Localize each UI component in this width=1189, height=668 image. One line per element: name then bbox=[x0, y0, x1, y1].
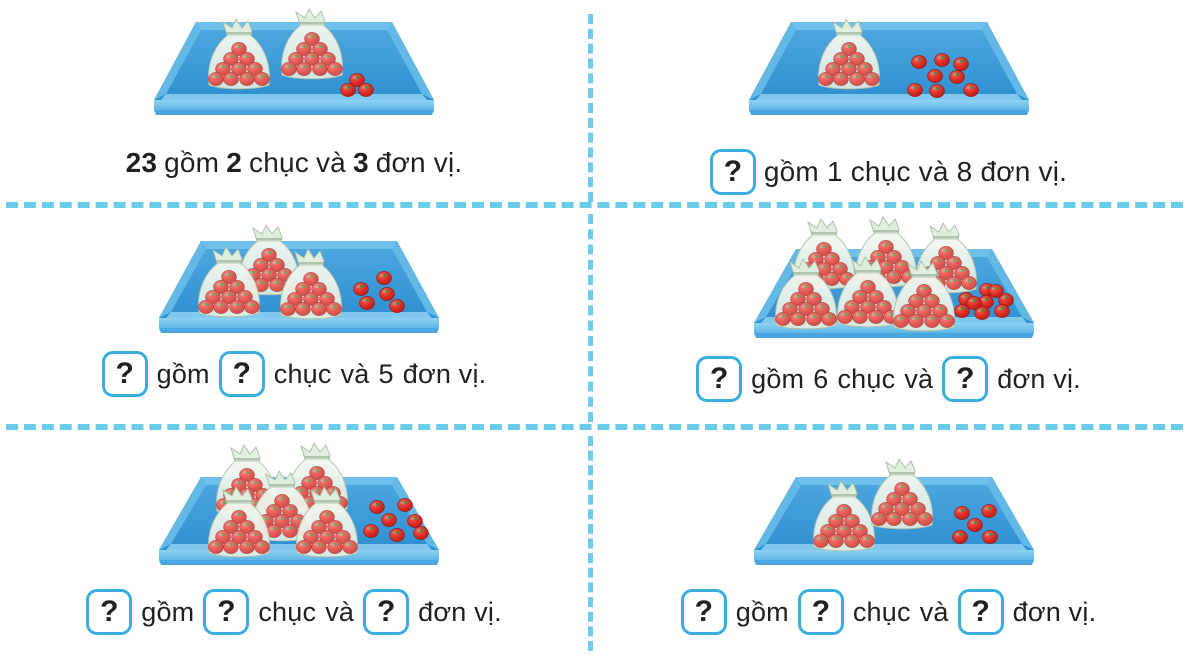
word-va-1: và bbox=[315, 147, 346, 178]
answer-box-tens-3[interactable]: ? bbox=[218, 351, 265, 397]
divider-horizontal-2 bbox=[6, 424, 1183, 430]
word-chuc-4: chục bbox=[837, 363, 896, 394]
answer-box-total-4[interactable]: ? bbox=[696, 356, 743, 402]
answer-box-total-6[interactable]: ? bbox=[680, 589, 727, 635]
word-donvi-3: đơn vị. bbox=[402, 358, 487, 389]
tens-value-1: 2 bbox=[226, 147, 242, 178]
tens-value-4: 6 bbox=[813, 363, 829, 394]
tens-value-2: 1 bbox=[826, 156, 843, 187]
word-va-3: và bbox=[340, 358, 370, 389]
answer-box-total-5[interactable]: ? bbox=[86, 589, 133, 635]
sentence-1: 23 gồm 2 chục và 3 đơn vị. bbox=[126, 149, 463, 177]
sentence-2: ? gồm 1 chục và 8 đơn vị. bbox=[709, 149, 1068, 195]
word-va-4: và bbox=[904, 363, 934, 394]
answer-box-ones-5[interactable]: ? bbox=[363, 589, 410, 635]
exercise-cell-4: ? gồm 6 chục và ? đơn vị. bbox=[588, 203, 1189, 425]
word-chuc-5: chục bbox=[258, 596, 317, 627]
exercise-cell-5: ? gồm ? chục và ? đơn vị. bbox=[0, 425, 588, 668]
answer-box-tens-6[interactable]: ? bbox=[797, 589, 844, 635]
ones-value-1: 3 bbox=[352, 147, 369, 178]
tray-illustration-6 bbox=[753, 425, 1034, 565]
word-donvi-1: đơn vị. bbox=[375, 147, 463, 178]
ones-value-3: 5 bbox=[378, 358, 394, 389]
sentence-6: ? gồm ? chục và ? đơn vị. bbox=[680, 589, 1097, 635]
tray-illustration-3 bbox=[159, 203, 439, 333]
word-va-5: và bbox=[325, 596, 355, 627]
word-donvi-6: đơn vị. bbox=[1012, 596, 1097, 627]
answer-box-tens-5[interactable]: ? bbox=[203, 589, 250, 635]
word-gom-3: gồm bbox=[156, 358, 210, 389]
tray-illustration-5 bbox=[159, 425, 439, 565]
word-chuc-6: chục bbox=[852, 596, 911, 627]
sentence-4: ? gồm 6 chục và ? đơn vị. bbox=[696, 356, 1081, 402]
divider-vertical-row3 bbox=[588, 436, 593, 651]
exercise-cell-2: ? gồm 1 chục và 8 đơn vị. bbox=[588, 0, 1189, 203]
word-va-6: và bbox=[919, 596, 949, 627]
word-gom-1: gồm bbox=[164, 147, 220, 178]
word-va-2: và bbox=[918, 156, 949, 187]
word-chuc-3: chục bbox=[273, 358, 332, 389]
exercise-cell-6: ? gồm ? chục và ? đơn vị. bbox=[588, 425, 1189, 668]
word-gom-5: gồm bbox=[141, 596, 195, 627]
total-value-1: 23 bbox=[125, 147, 158, 178]
ones-value-2: 8 bbox=[956, 156, 973, 187]
word-chuc-2: chục bbox=[850, 156, 911, 187]
answer-box-ones-4[interactable]: ? bbox=[942, 356, 989, 402]
divider-horizontal-1 bbox=[6, 202, 1183, 208]
sentence-3: ? gồm ? chục và 5 đơn vị. bbox=[101, 351, 487, 397]
word-donvi-4: đơn vị. bbox=[997, 363, 1081, 394]
tray-illustration-4 bbox=[753, 203, 1034, 338]
tray-illustration-2 bbox=[748, 0, 1029, 115]
word-gom-4: gồm bbox=[751, 363, 805, 394]
word-chuc-1: chục bbox=[249, 147, 309, 178]
answer-box-total-2[interactable]: ? bbox=[709, 149, 756, 195]
divider-vertical-row1 bbox=[588, 14, 593, 202]
exercise-cell-1: 23 gồm 2 chục và 3 đơn vị. bbox=[0, 0, 588, 203]
word-donvi-5: đơn vị. bbox=[418, 596, 502, 627]
sentence-5: ? gồm ? chục và ? đơn vị. bbox=[86, 589, 502, 635]
word-donvi-2: đơn vị. bbox=[980, 156, 1068, 187]
tray-illustration-1 bbox=[154, 0, 434, 115]
exercise-cell-3: ? gồm ? chục và 5 đơn vị. bbox=[0, 203, 588, 425]
answer-box-ones-6[interactable]: ? bbox=[957, 589, 1004, 635]
word-gom-6: gồm bbox=[735, 596, 789, 627]
answer-box-total-3[interactable]: ? bbox=[101, 351, 148, 397]
divider-vertical-row2 bbox=[588, 214, 593, 422]
word-gom-2: gồm bbox=[763, 156, 819, 187]
